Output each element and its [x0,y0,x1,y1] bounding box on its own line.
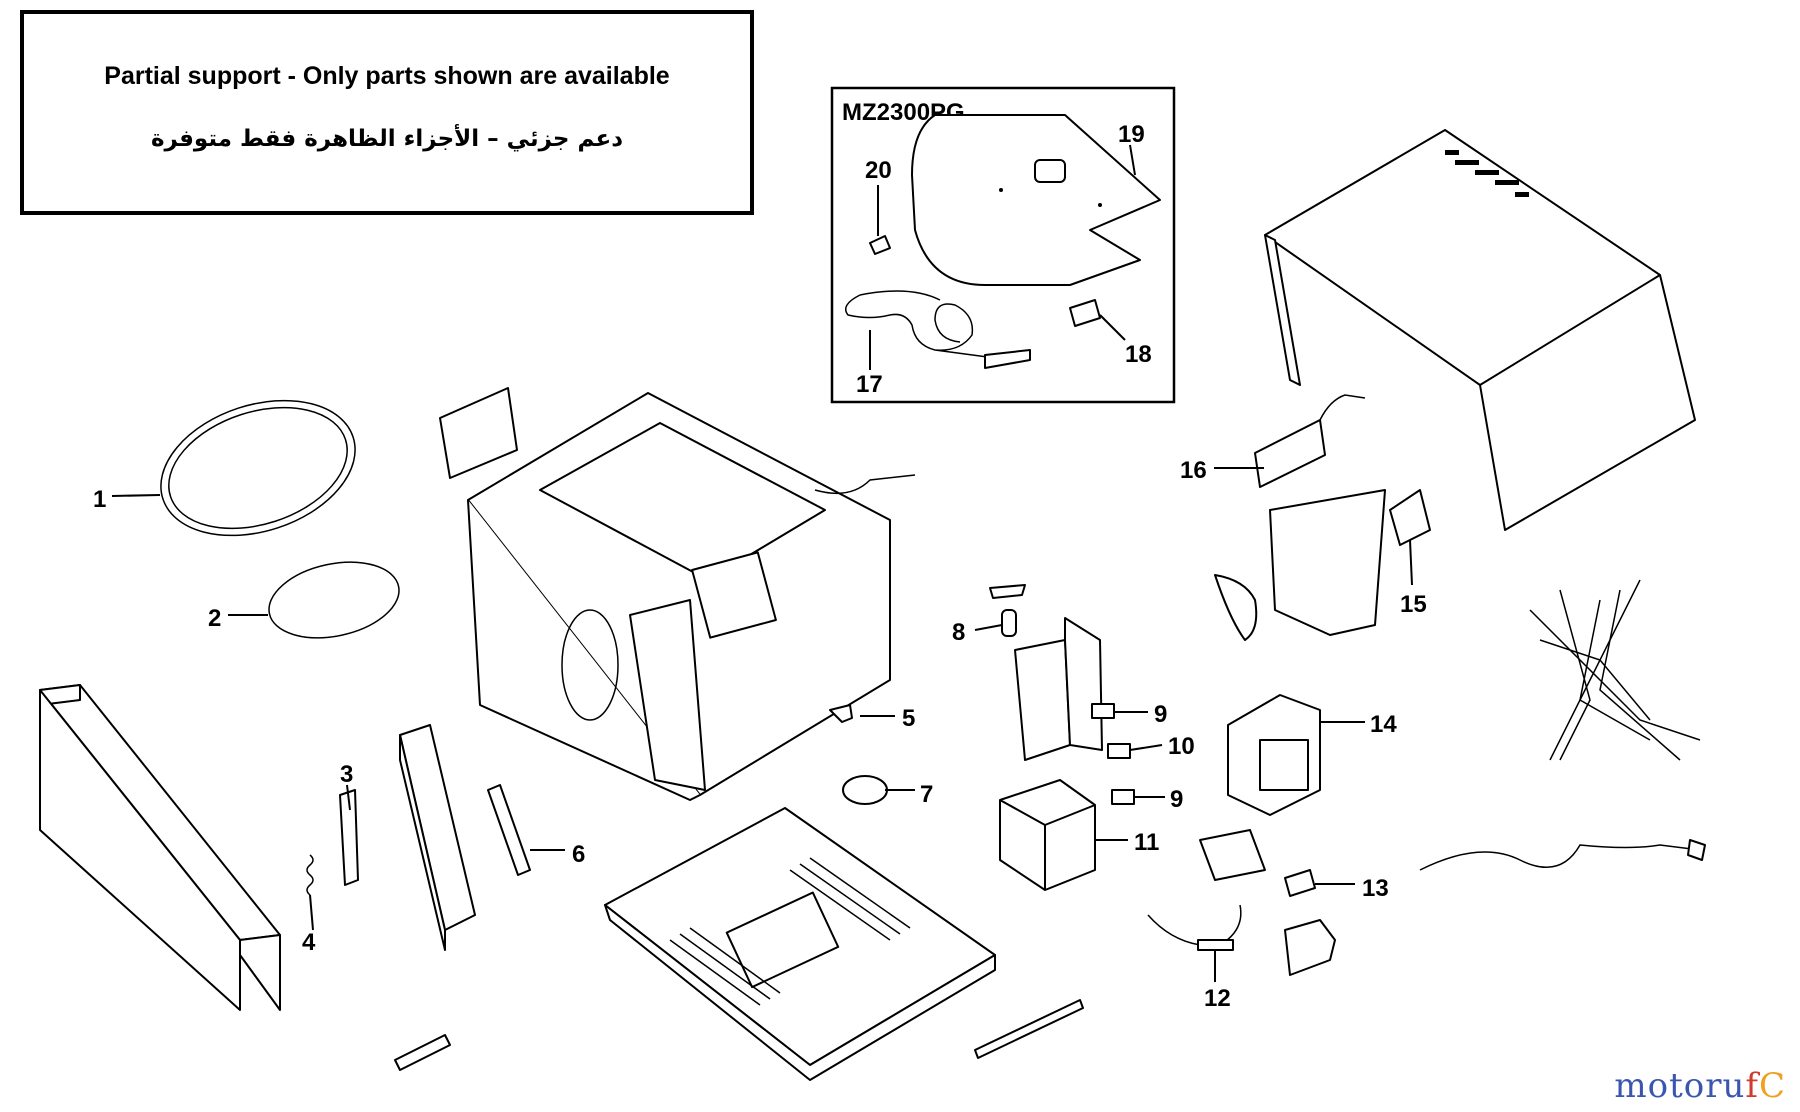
callout-2: 2 [208,605,221,632]
power-cord [1419,844,1701,871]
callout-1: 1 [93,486,106,513]
pcb-wire [1319,394,1366,421]
callout-15: 15 [1400,591,1427,618]
callout-6: 6 [572,841,585,868]
part-1-tray-inner [168,406,348,530]
callout-19: 19 [1118,121,1145,148]
part-10-switch [1107,743,1131,759]
inset-mz2300pg: MZ2300PG [830,86,1176,404]
part-9b-switch [1111,789,1135,805]
callout-9b: 9 [1170,786,1183,813]
latch-board [1014,639,1071,761]
callout-20: 20 [865,157,892,184]
leader-lines [111,467,1413,982]
callout-14: 14 [1370,711,1397,738]
part-19-shape [911,114,1161,286]
capacitor [1199,829,1266,881]
callout-8: 8 [952,619,965,646]
part-1-tray [160,399,356,537]
callout-4: 4 [302,929,316,956]
availability-notice: Partial support - Only parts shown are a… [20,10,754,215]
part-17-terminal [984,349,1031,369]
watermark-text-a: motoru [1614,1066,1746,1106]
callout-12: 12 [1204,985,1231,1012]
watermark-text-b: f [1745,1066,1759,1106]
cavity-wire [814,474,916,495]
fan-duct [1269,489,1386,636]
part-18-shape [1069,299,1101,327]
part-11-transformer [999,779,1096,891]
callout-13: 13 [1362,875,1389,902]
part-13-shape [1284,869,1316,897]
wire-harness [1529,579,1701,761]
callout-16: 16 [1180,457,1207,484]
part-20-shape [869,235,891,255]
part-3-door-hook [339,789,359,886]
part-19-detail [1034,159,1066,183]
watermark-logo: motorufC [1614,1066,1786,1106]
callout-17: 17 [856,371,883,398]
bottom-strip [974,999,1084,1059]
callout-10: 10 [1168,733,1195,760]
callout-3: 3 [340,761,353,788]
main-cavity [467,392,891,801]
part-15-shape [1389,489,1431,546]
part-4-spring [306,854,314,896]
callout-18: 18 [1125,341,1152,368]
notice-text-arabic: دعم جزئي – الأجزاء الظاهرة فقط متوفرة [150,126,624,152]
base-plate [604,807,996,1081]
waveguide-cover [439,387,518,479]
part-14-body [1259,739,1309,791]
part-7-motor [842,775,888,805]
part-12-shape [1197,939,1234,951]
callout-7: 7 [920,781,933,808]
outer-cabinet [1264,129,1696,531]
part-9a-switch [1091,703,1115,719]
part-6-bracket [487,784,531,876]
bottom-small-plate [394,1034,451,1071]
watermark-text-c: C [1758,1066,1786,1106]
callout-9a: 9 [1154,701,1167,728]
fan-blade [1214,574,1258,641]
callout-5: 5 [902,705,915,732]
notice-text-english: Partial support - Only parts shown are a… [104,62,670,90]
capacitor-clip [1284,919,1336,976]
door-panel-face [39,689,241,1011]
part-2-roller-ring [268,561,400,639]
part-5-coupler [829,704,853,723]
callout-11: 11 [1134,829,1159,856]
part-8-shape [1001,609,1017,637]
